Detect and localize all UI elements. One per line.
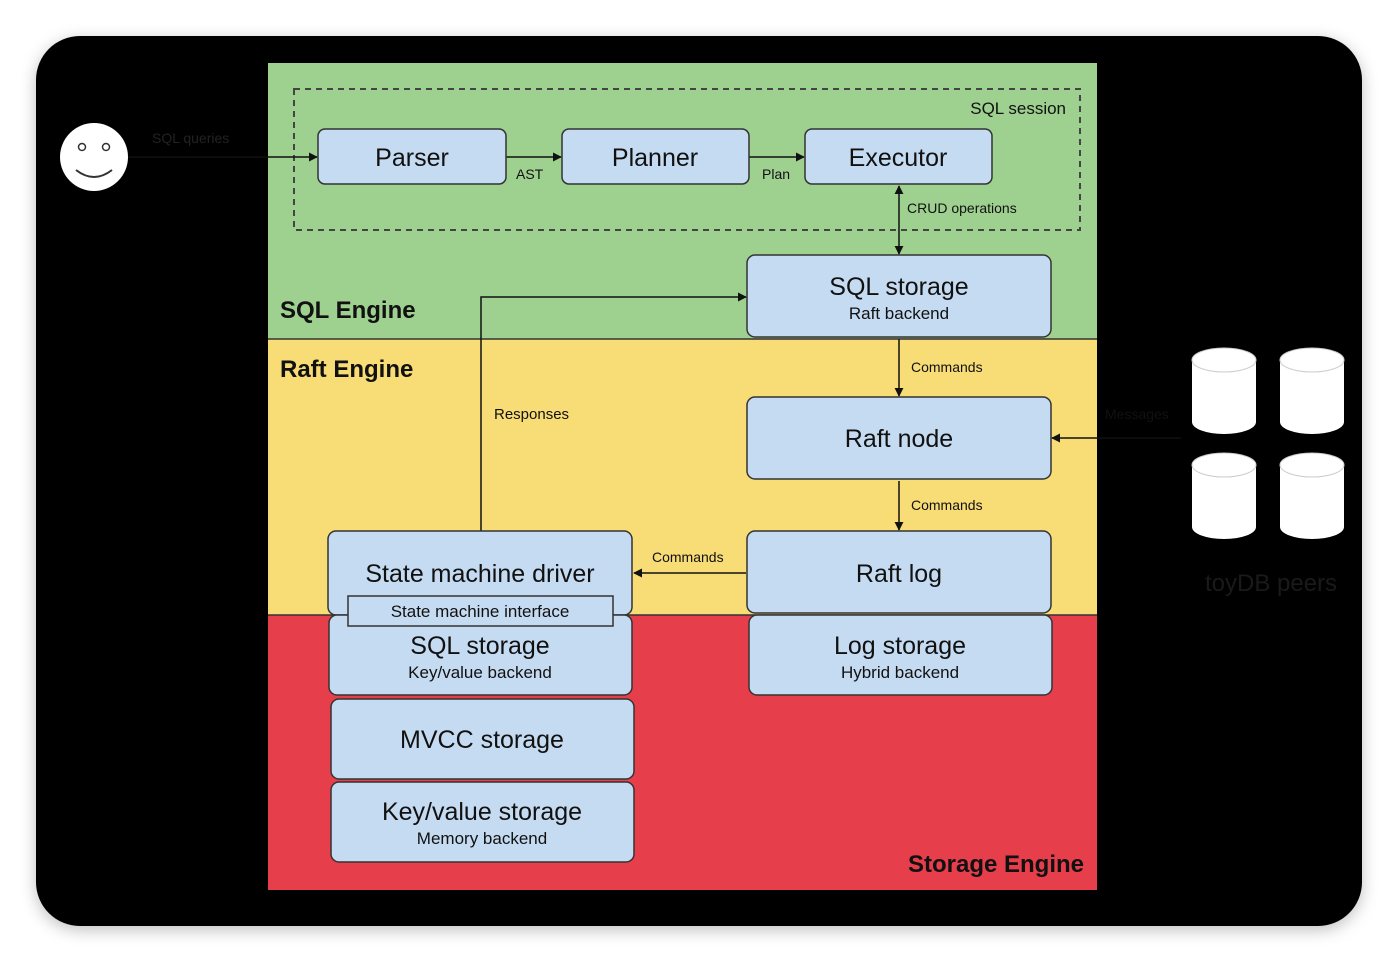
smiley-face-icon	[60, 123, 128, 191]
storage-engine-label: Storage Engine	[908, 851, 1084, 878]
log-storage-subtitle: Hybrid backend	[841, 663, 959, 682]
state-machine-interface-title: State machine interface	[391, 602, 570, 621]
state-machine-driver-title: State machine driver	[365, 560, 594, 588]
log-storage-node: Log storage Hybrid backend	[748, 614, 1053, 696]
edge-label-plan: Plan	[762, 166, 790, 182]
mvcc-storage-node: MVCC storage	[330, 698, 635, 780]
edge-label-ast: AST	[516, 166, 544, 182]
state-machine-driver-node: State machine driver	[327, 530, 633, 616]
database-cylinder-icon	[1191, 347, 1257, 434]
planner-title: Planner	[612, 144, 698, 172]
mvcc-storage-title: MVCC storage	[400, 726, 564, 754]
edge-label-queries: SQL queries	[152, 130, 229, 146]
state-machine-interface: State machine interface	[347, 595, 614, 627]
kv-storage-title: Key/value storage	[382, 798, 582, 826]
planner-node: Planner	[561, 128, 750, 185]
edge-label-commands-2: Commands	[911, 497, 983, 513]
kv-storage-subtitle: Memory backend	[417, 829, 547, 848]
edge-label-commands-1: Commands	[911, 359, 983, 375]
sql-session-box	[293, 88, 1081, 231]
edge-responses	[480, 292, 747, 531]
raft-log-title: Raft log	[856, 560, 942, 588]
parser-title: Parser	[375, 144, 449, 172]
sql-storage-raft-title: SQL storage	[829, 273, 968, 301]
peers-label: toyDB peers	[1205, 570, 1337, 597]
edge-label-commands-3: Commands	[652, 549, 724, 565]
edge-label-crud: CRUD operations	[907, 200, 1017, 216]
raft-log-node: Raft log	[746, 530, 1052, 614]
sql-storage-kv-title: SQL storage	[410, 632, 549, 660]
parser-node: Parser	[317, 128, 507, 185]
edge-label-messages: Messages	[1105, 406, 1169, 422]
database-cylinder-icon	[1279, 347, 1345, 434]
raft-node: Raft node	[746, 396, 1052, 480]
raft-engine-label: Raft Engine	[280, 356, 413, 383]
database-cylinder-icon	[1279, 452, 1345, 539]
raft-node-title: Raft node	[845, 425, 953, 453]
log-storage-title: Log storage	[834, 632, 966, 660]
sql-engine-label: SQL Engine	[280, 297, 416, 324]
edge-label-responses: Responses	[494, 406, 569, 423]
kv-storage-node: Key/value storage Memory backend	[330, 781, 635, 863]
sql-storage-kv-subtitle: Key/value backend	[408, 663, 552, 682]
sql-storage-raft-subtitle: Raft backend	[849, 304, 949, 323]
edges	[128, 152, 1181, 578]
sql-storage-raft-node: SQL storage Raft backend	[746, 254, 1052, 338]
executor-title: Executor	[849, 144, 948, 172]
executor-node: Executor	[804, 128, 993, 185]
sql-session-label: SQL session	[970, 99, 1066, 118]
database-cylinder-icon	[1191, 452, 1257, 539]
sql-storage-kv-node: SQL storage Key/value backend	[328, 614, 633, 696]
